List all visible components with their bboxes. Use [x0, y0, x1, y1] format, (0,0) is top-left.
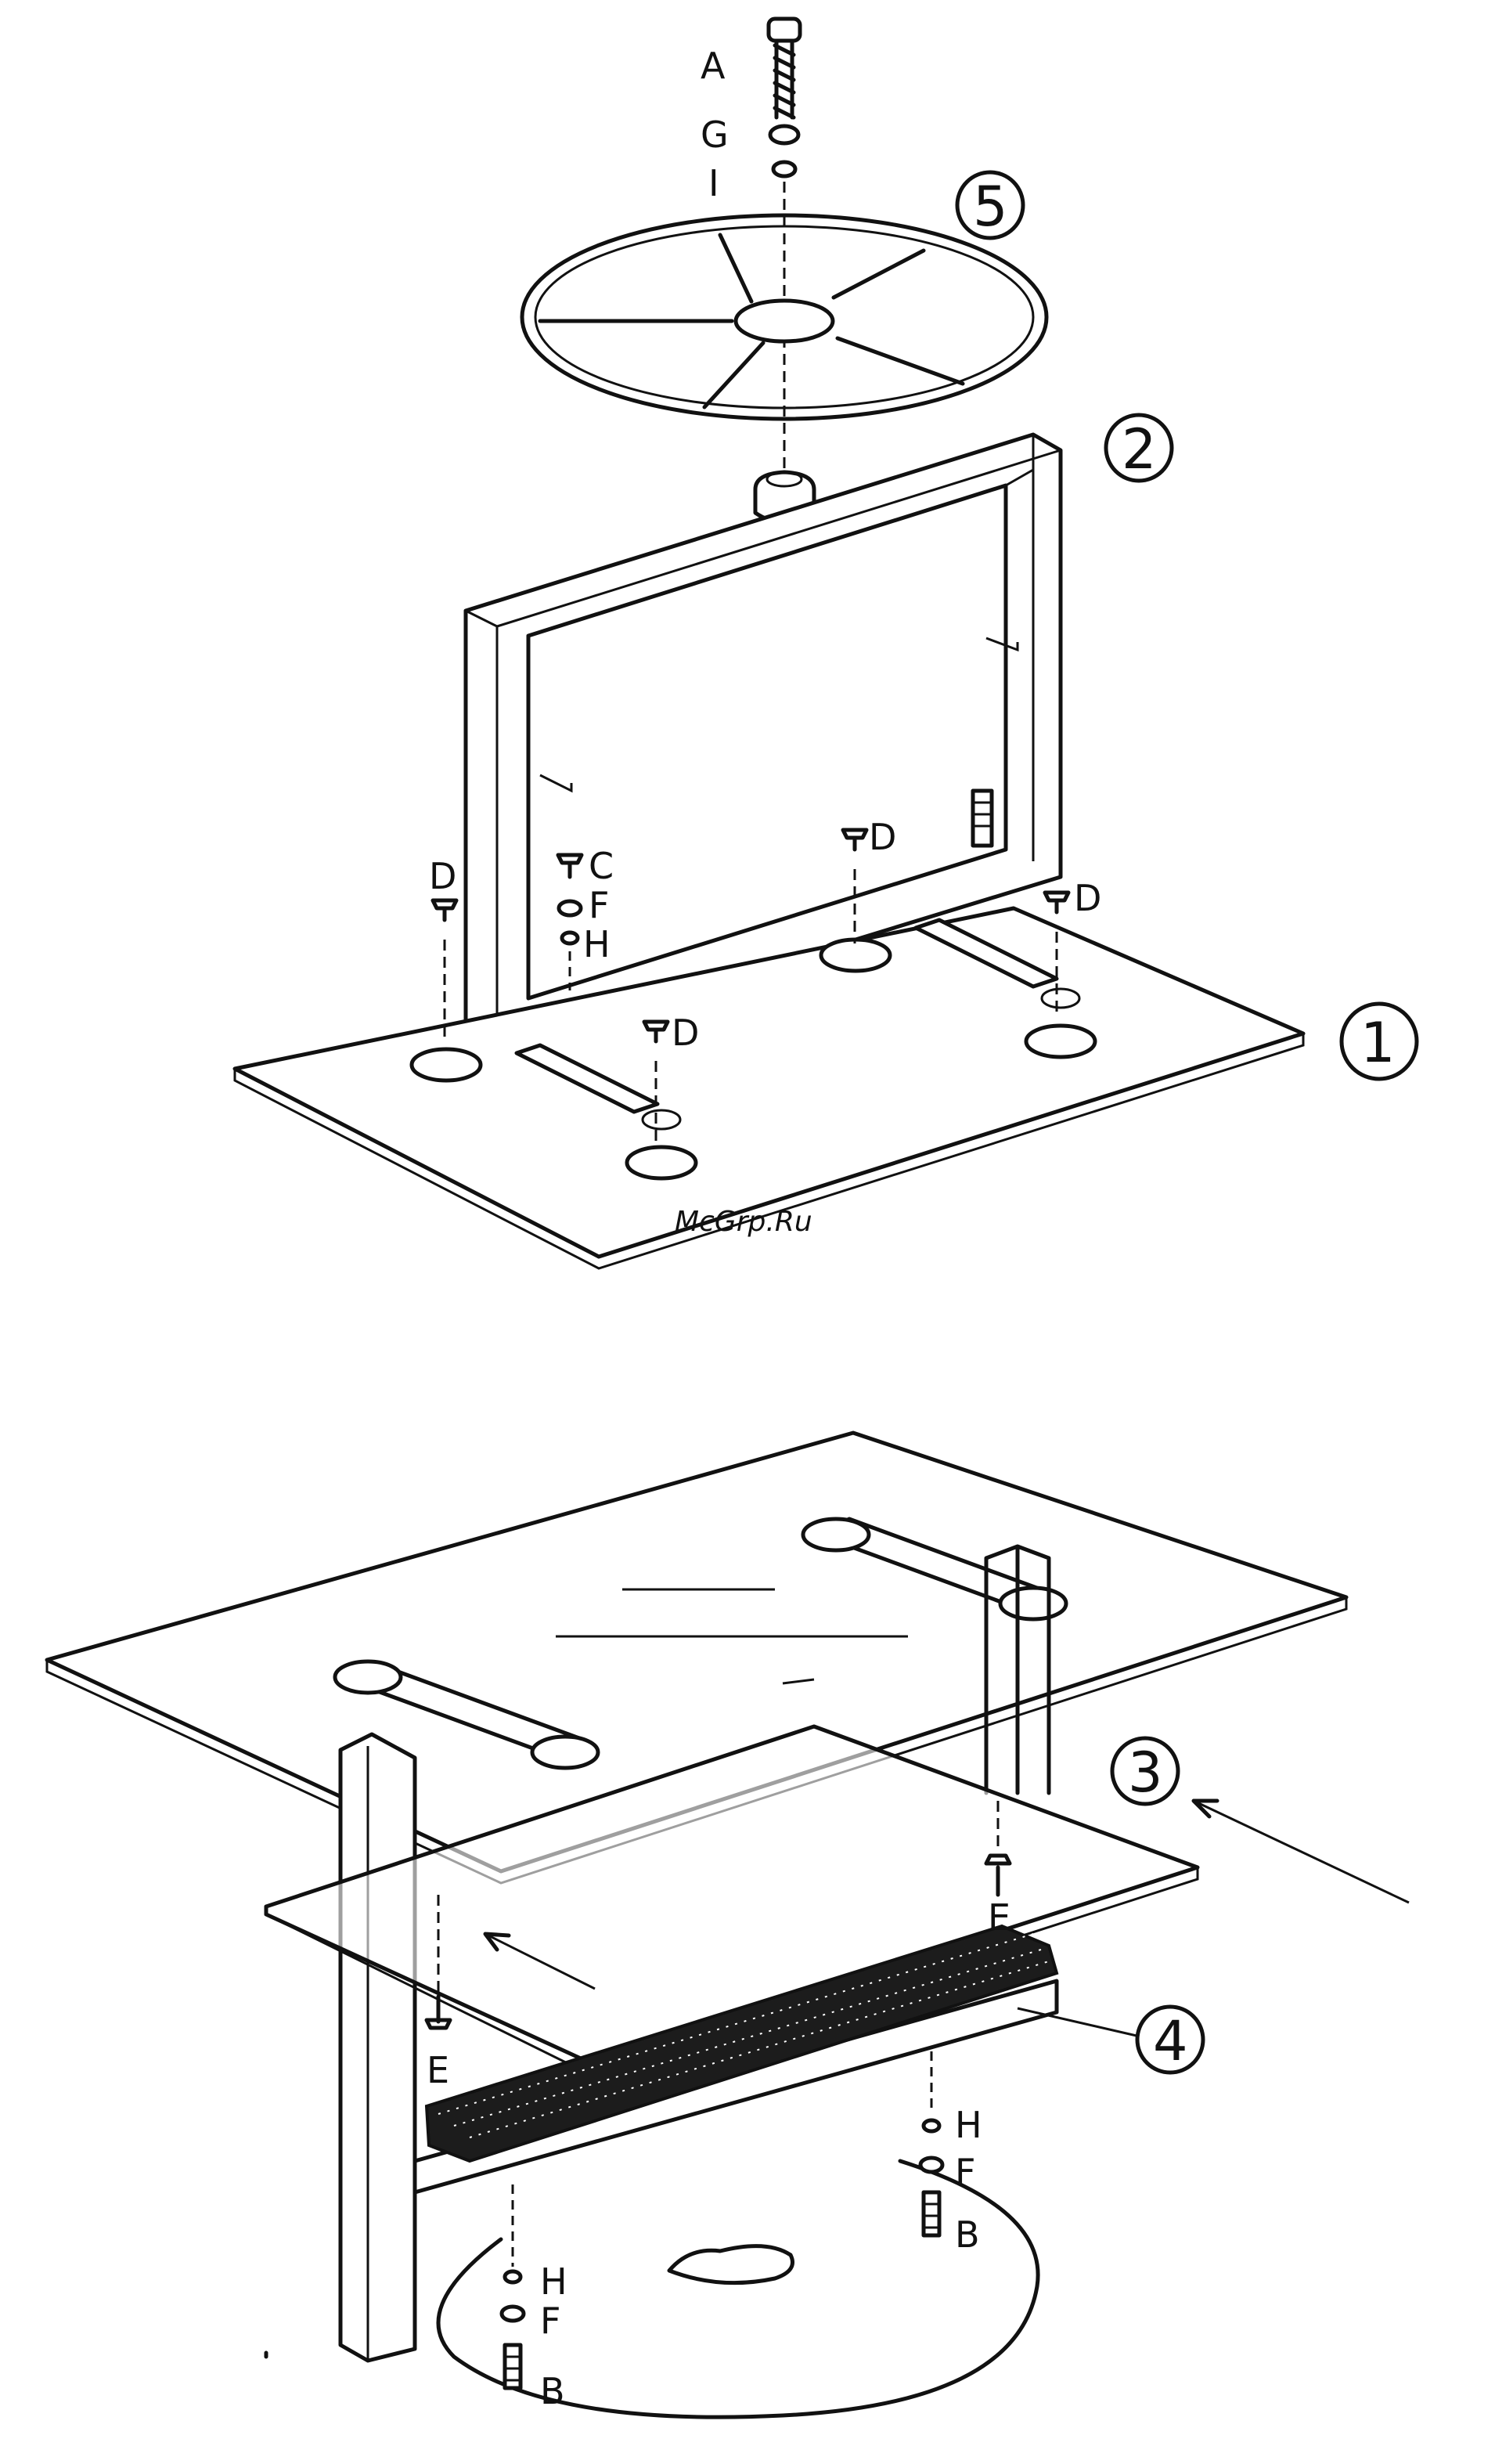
label-e: E — [988, 1896, 1010, 1939]
foot-pad-icon — [1026, 1026, 1095, 1057]
label-c: C — [589, 845, 614, 887]
part-3-arrow — [1194, 1801, 1409, 1903]
label-h: H — [955, 2104, 982, 2146]
screw-a-icon — [769, 19, 800, 117]
watermark: McGrp.Ru — [675, 1206, 812, 1238]
part-4-arrow — [1018, 2008, 1137, 2036]
label-f: F — [955, 2151, 975, 2193]
washer-f-icon — [920, 2158, 942, 2172]
round-base — [438, 2161, 1038, 2417]
label-a: A — [701, 45, 726, 87]
label-d: D — [1074, 877, 1101, 919]
washer-g-icon — [770, 126, 798, 143]
label-f: F — [540, 2300, 560, 2342]
washer-f-icon — [502, 2307, 524, 2321]
label-f: F — [589, 884, 609, 926]
label-h: H — [583, 923, 611, 965]
foot-pad-icon — [821, 940, 890, 971]
screw-d-icon — [433, 900, 456, 1041]
bottom-assembly: 3 4 — [47, 1433, 1409, 2417]
label-d: D — [672, 1012, 699, 1054]
label-d: D — [429, 855, 456, 897]
top-assembly: A G I 5 2 — [235, 19, 1417, 1268]
part-5-label: 5 — [973, 175, 1008, 239]
washer-h-icon — [505, 2271, 521, 2282]
washer-f-icon — [559, 901, 581, 915]
bolt-icon — [973, 791, 992, 846]
label-b: B — [540, 2370, 565, 2412]
label-i: I — [708, 162, 719, 204]
washer-h-icon — [562, 933, 578, 943]
part-2-label: 2 — [1122, 417, 1157, 482]
washer-i-icon — [773, 162, 795, 176]
washer-h-icon — [924, 2120, 939, 2131]
label-e: E — [427, 2049, 449, 2091]
foot-pad-icon — [412, 1049, 481, 1080]
foot-pad-icon — [627, 1147, 696, 1178]
part-3-label: 3 — [1128, 1741, 1163, 1805]
label-d: D — [869, 816, 896, 858]
screw-b-icon — [924, 2192, 939, 2235]
screw-b-icon — [505, 2345, 521, 2388]
label-h: H — [540, 2260, 567, 2303]
label-g: G — [701, 114, 729, 156]
label-b: B — [955, 2213, 980, 2256]
part-1-label: 1 — [1360, 1011, 1396, 1075]
part-4-label: 4 — [1153, 2009, 1188, 2073]
